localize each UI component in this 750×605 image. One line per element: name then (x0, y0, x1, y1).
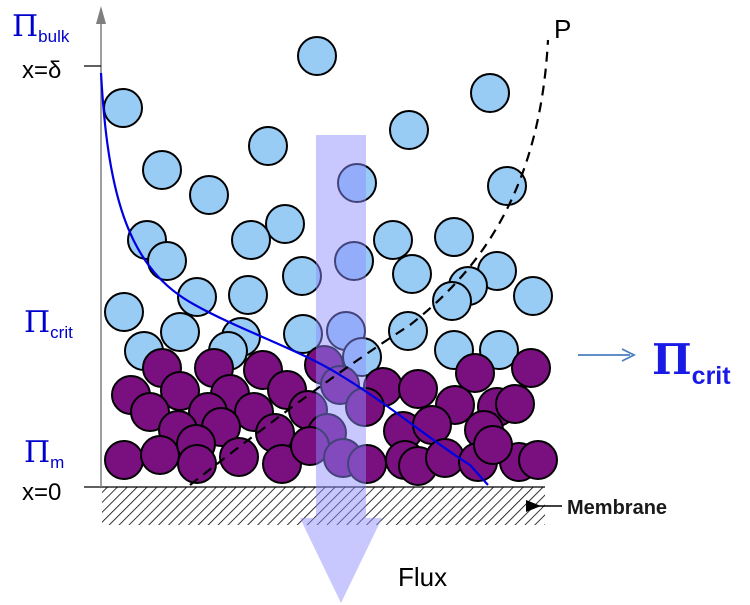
cake-particle-32 (177, 444, 217, 484)
solute-particle-9 (487, 166, 527, 206)
solute-particle-27 (283, 314, 323, 354)
solute-particle-30 (432, 281, 472, 321)
solute-particle-21 (177, 277, 217, 317)
flux-label: Flux (398, 562, 447, 592)
solute-particle-29 (388, 311, 428, 351)
solute-particle-7 (337, 163, 377, 203)
solute-particle-2 (103, 88, 143, 128)
solute-particle-15 (147, 241, 187, 281)
membrane-layer (102, 487, 545, 525)
cake-particle-44 (518, 440, 558, 480)
solute-particle-18 (392, 254, 432, 294)
solute-particle-3 (470, 73, 510, 113)
pi-crit-left-label: Πcrit (24, 305, 73, 342)
cake-particle-14 (130, 392, 170, 432)
solute-particle-25 (160, 312, 200, 352)
cake-particle-34 (262, 444, 302, 484)
flux-arrow (300, 135, 382, 603)
cake-particle-43 (473, 425, 513, 465)
pi-m-label: Πm (24, 435, 64, 472)
cake-particle-13 (398, 369, 438, 409)
cake-particle-6 (455, 353, 495, 393)
solute-particle-33 (342, 337, 382, 377)
solute-particle-22 (228, 275, 268, 315)
solute-particle-17 (282, 256, 322, 296)
solute-particle-23 (104, 292, 144, 332)
solute-particle-12 (231, 220, 271, 260)
cake-particle-33 (219, 437, 259, 477)
pi-concentration-curve (99, 72, 489, 486)
pi-crit-right-label: Πcrit (652, 335, 731, 390)
cake-particle-21 (495, 384, 535, 424)
solute-particle-6 (142, 150, 182, 190)
solute-particle-14 (434, 217, 474, 257)
p-label: P (554, 14, 571, 44)
solute-particle-5 (248, 126, 288, 166)
particle-layer (103, 36, 558, 486)
pi-bulk-label: Πbulk (12, 9, 70, 46)
cake-particle-5 (511, 348, 551, 388)
pressure-curve (189, 39, 550, 486)
axis-arrow-head (96, 6, 106, 24)
membrane-label: Membrane (567, 497, 667, 519)
solute-particle-10 (265, 204, 305, 244)
solute-particle-16 (334, 241, 374, 281)
critical-indicator-arrow-head (621, 348, 637, 362)
x-zero-label: x=0 (22, 479, 61, 506)
solute-particle-24 (513, 276, 553, 316)
solute-particle-4 (389, 110, 429, 150)
solute-particle-13 (373, 220, 413, 260)
cake-particle-30 (140, 435, 180, 475)
cake-particle-8 (160, 371, 200, 411)
x-delta-label: x=δ (22, 57, 61, 84)
cake-particle-29 (104, 440, 144, 480)
solute-particle-1 (297, 36, 337, 76)
solute-particle-8 (189, 175, 229, 215)
